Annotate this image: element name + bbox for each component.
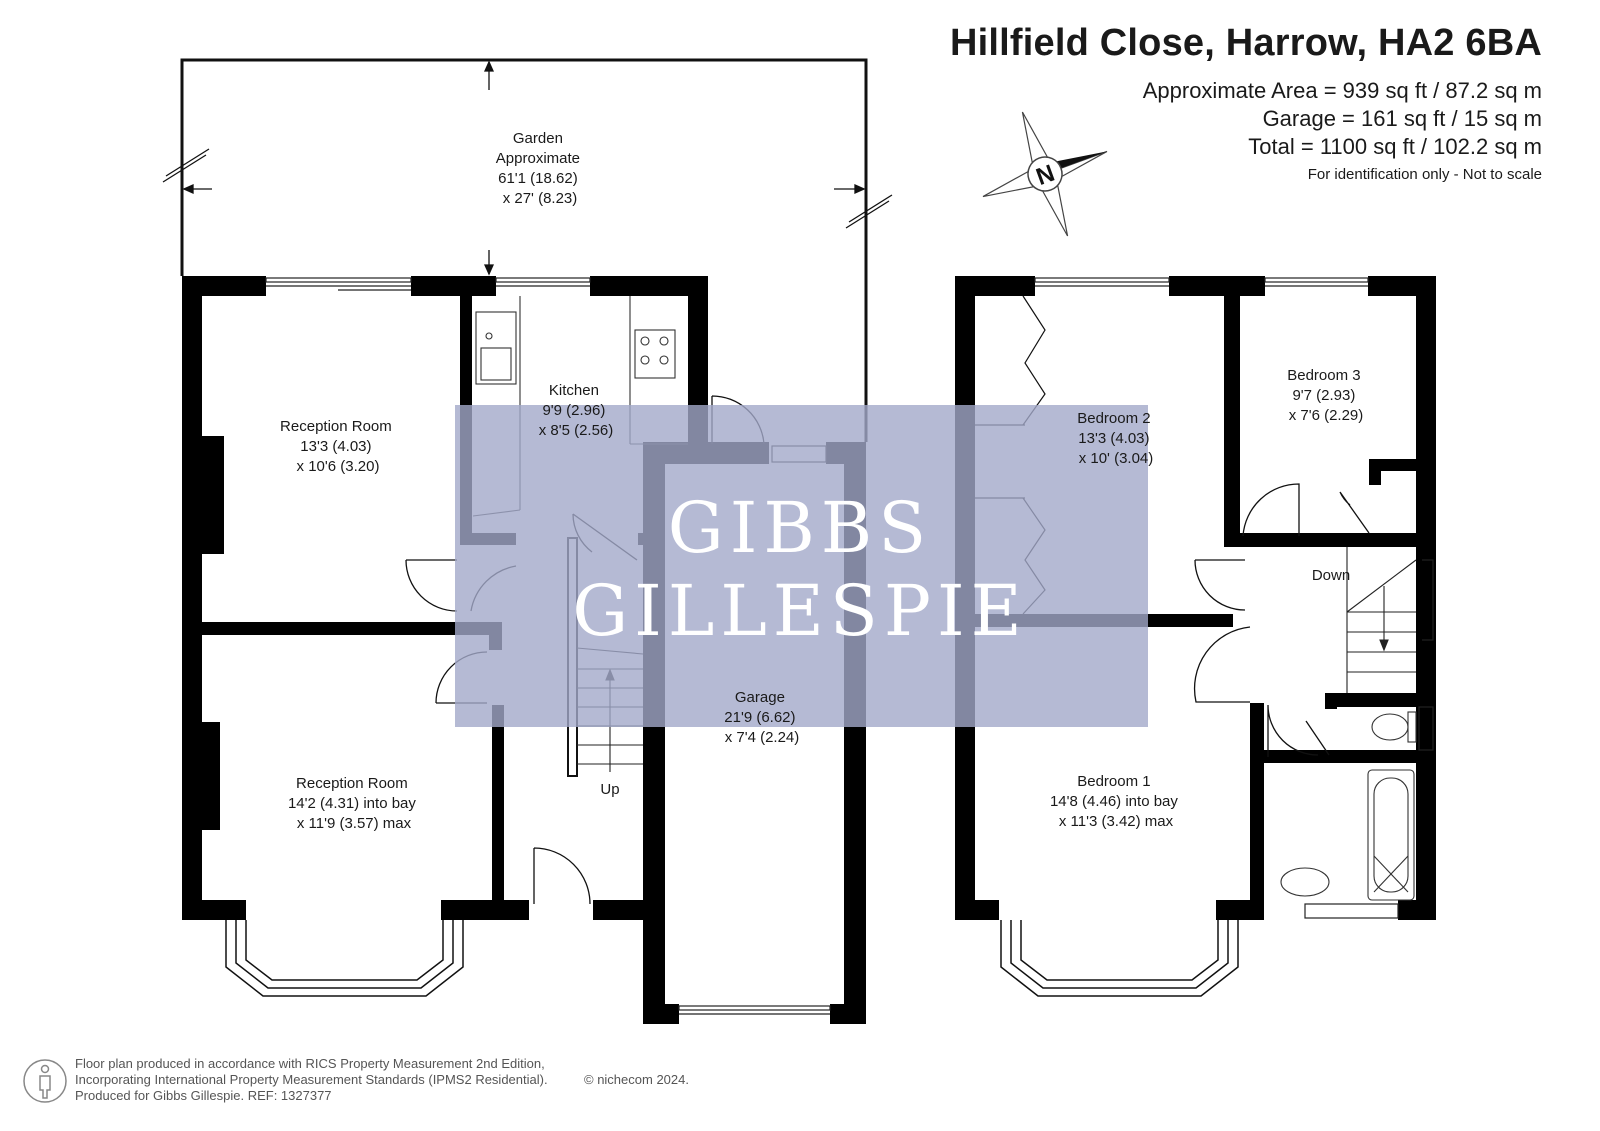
ground-floor-windows [265, 277, 831, 1015]
copyright: © nichecom 2024. [584, 1072, 689, 1087]
person-scale-icon [23, 1059, 67, 1103]
identification-note: For identification only - Not to scale [1307, 166, 1542, 183]
first-floor-doors [1193, 483, 1370, 757]
first-bay-window [1000, 920, 1239, 997]
approximate-area: Approximate Area = 939 sq ft / 87.2 sq m [1142, 78, 1542, 103]
stairs-up-label: Up [600, 781, 619, 798]
bedroom-1-label: Bedroom 1 14'8 (4.46) into bay x 11'3 (3… [1050, 773, 1182, 830]
compass-icon: N [982, 111, 1108, 237]
kitchen-label: Kitchen 9'9 (2.96) x 8'5 (2.56) [539, 382, 614, 439]
footer-line-3: Produced for Gibbs Gillespie. REF: 13273… [75, 1088, 332, 1103]
watermark-line1: GIBBS [668, 487, 932, 569]
footer-line-1: Floor plan produced in accordance with R… [75, 1056, 545, 1071]
property-address-title: Hillfield Close, Harrow, HA2 6BA [949, 22, 1542, 64]
watermark-line2: GILLESPIE [572, 570, 1027, 652]
ground-bay-window [225, 920, 464, 997]
first-floor-windows [1034, 277, 1434, 919]
bedroom-3-label: Bedroom 3 9'7 (2.93) x 7'6 (2.29) [1287, 367, 1365, 424]
first-floor-stairs [1346, 547, 1422, 693]
garden-dimension-arrows [162, 60, 893, 276]
bathroom-fixtures [1280, 711, 1417, 901]
bedroom-2-label: Bedroom 2 13'3 (4.03) x 10' (3.04) [1077, 410, 1155, 467]
stairs-down-label: Down [1312, 567, 1350, 584]
garden-label: Garden Approximate 61'1 (18.62) x 27' (8… [496, 130, 584, 207]
total-area: Total = 1100 sq ft / 102.2 sq m [1248, 134, 1542, 159]
footer-line-2: Incorporating International Property Mea… [75, 1072, 548, 1087]
reception-room-2-label: Reception Room 14'2 (4.31) into bay x 11… [288, 775, 420, 832]
watermark-band [455, 405, 1148, 727]
garage-label: Garage 21'9 (6.62) x 7'4 (2.24) [724, 689, 799, 746]
garage-area: Garage = 161 sq ft / 15 sq m [1262, 106, 1542, 131]
garden-boundary [180, 58, 868, 442]
reception-room-1-label: Reception Room 13'3 (4.03) x 10'6 (3.20) [280, 418, 396, 475]
footer-text: Floor plan produced in accordance with R… [75, 1056, 548, 1104]
